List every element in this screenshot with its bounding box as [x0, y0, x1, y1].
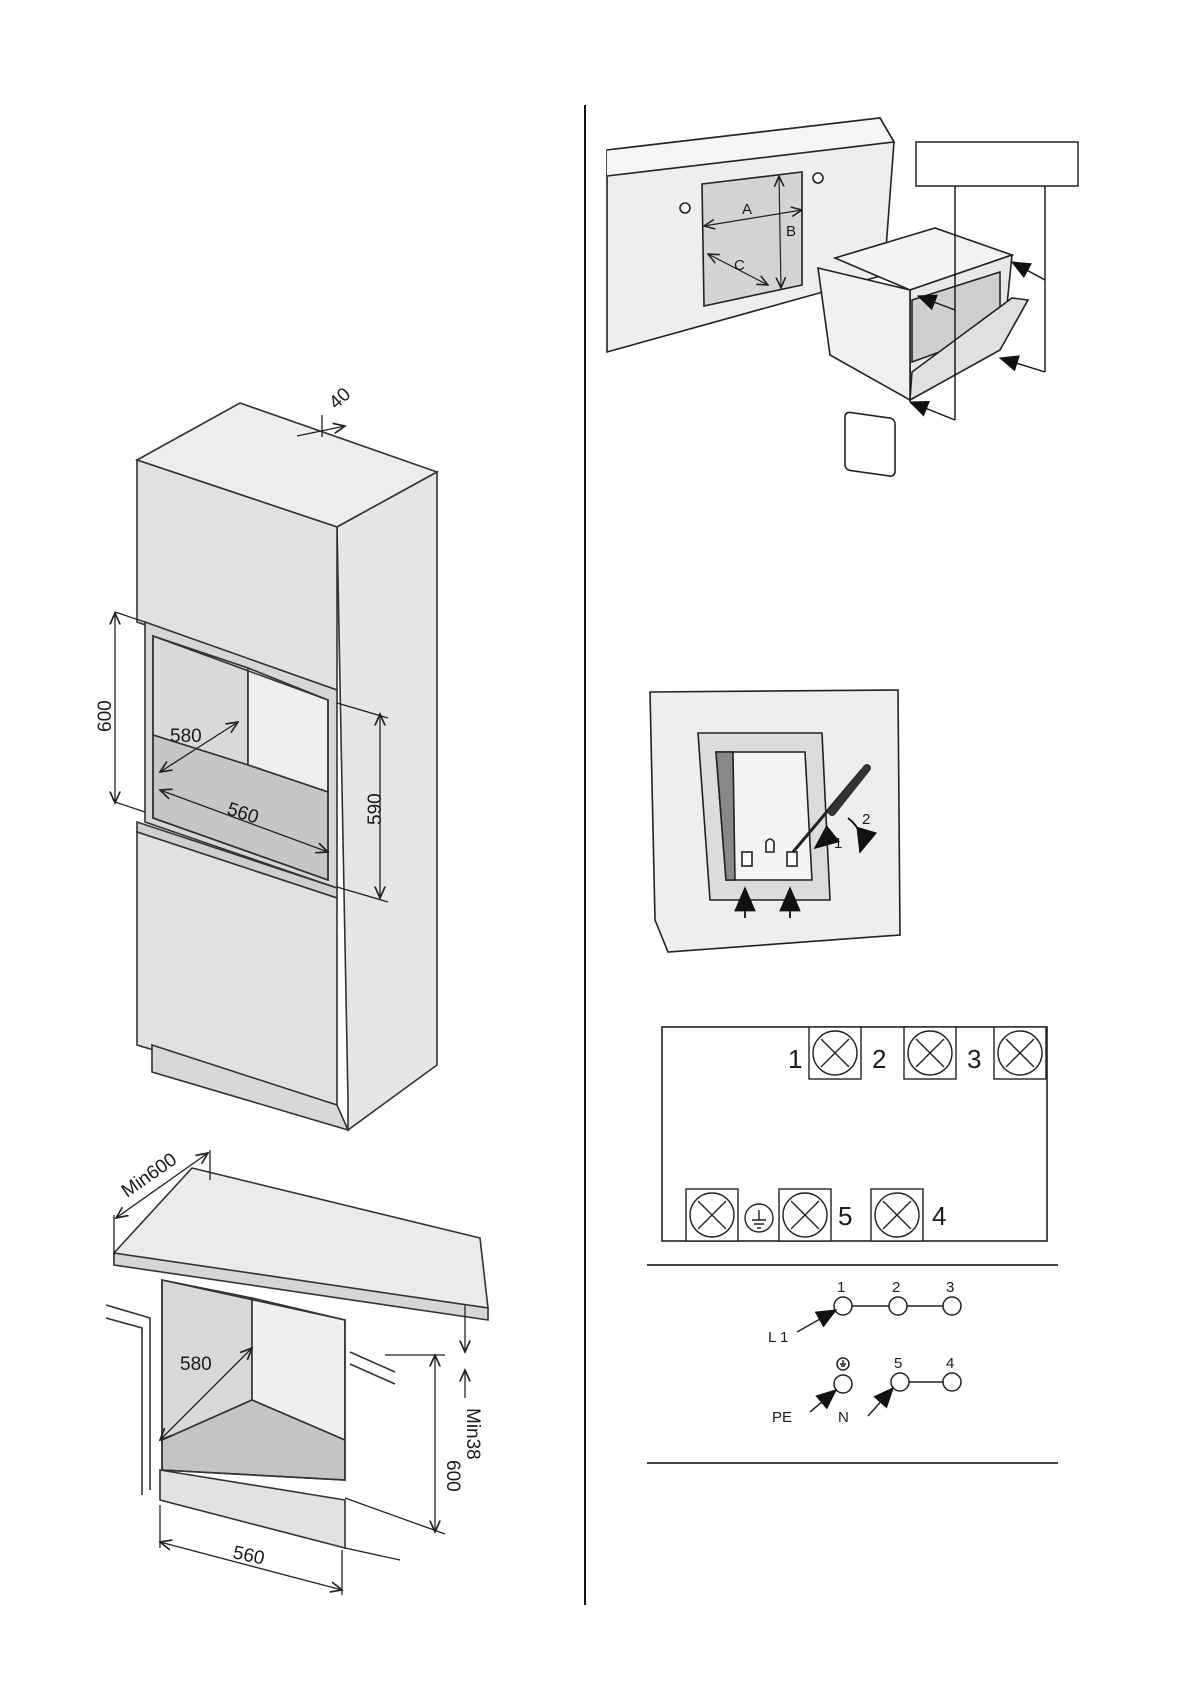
- terminal-num-4: 4: [932, 1201, 946, 1231]
- oven-callout-box: [916, 142, 1078, 186]
- wire-num-1: 1: [837, 1279, 845, 1296]
- wire-num-2: 2: [892, 1279, 900, 1296]
- terminal-num-2: 2: [872, 1044, 886, 1074]
- wire-num-5: 5: [894, 1355, 902, 1372]
- dim-cavity-height: 600: [442, 1460, 463, 1492]
- dim-niche-height: 600: [95, 700, 116, 732]
- niche-label-b: B: [786, 223, 796, 240]
- screwdriver-step-2: 2: [862, 811, 870, 828]
- wire-num-3: 3: [946, 1279, 954, 1296]
- wire-num-4: 4: [946, 1355, 954, 1372]
- terminal-num-5: 5: [838, 1201, 852, 1231]
- dim-cavity-width: 560: [231, 1542, 266, 1569]
- tall-cabinet-diagram: [137, 403, 437, 1130]
- dim-niche-depth: 580: [170, 726, 202, 747]
- dim-cavity-depth: 580: [180, 1354, 212, 1375]
- wire-label-pe: PE: [772, 1409, 792, 1426]
- terminal-num-3: 3: [967, 1044, 981, 1074]
- dim-oven-height: 590: [365, 793, 386, 825]
- wire-label-l1: L 1: [768, 1329, 788, 1346]
- terminal-num-1: 1: [788, 1044, 802, 1074]
- wiring-schematic: [797, 1297, 961, 1416]
- niche-label-c: C: [734, 257, 745, 274]
- wire-label-n: N: [838, 1409, 849, 1426]
- under-counter-diagram: [106, 1168, 488, 1548]
- screwdriver-step-1: 1: [834, 835, 842, 852]
- niche-label-a: A: [742, 201, 752, 218]
- dim-counter-thickness: Min38: [462, 1408, 483, 1460]
- dim-top-gap: 40: [325, 384, 355, 414]
